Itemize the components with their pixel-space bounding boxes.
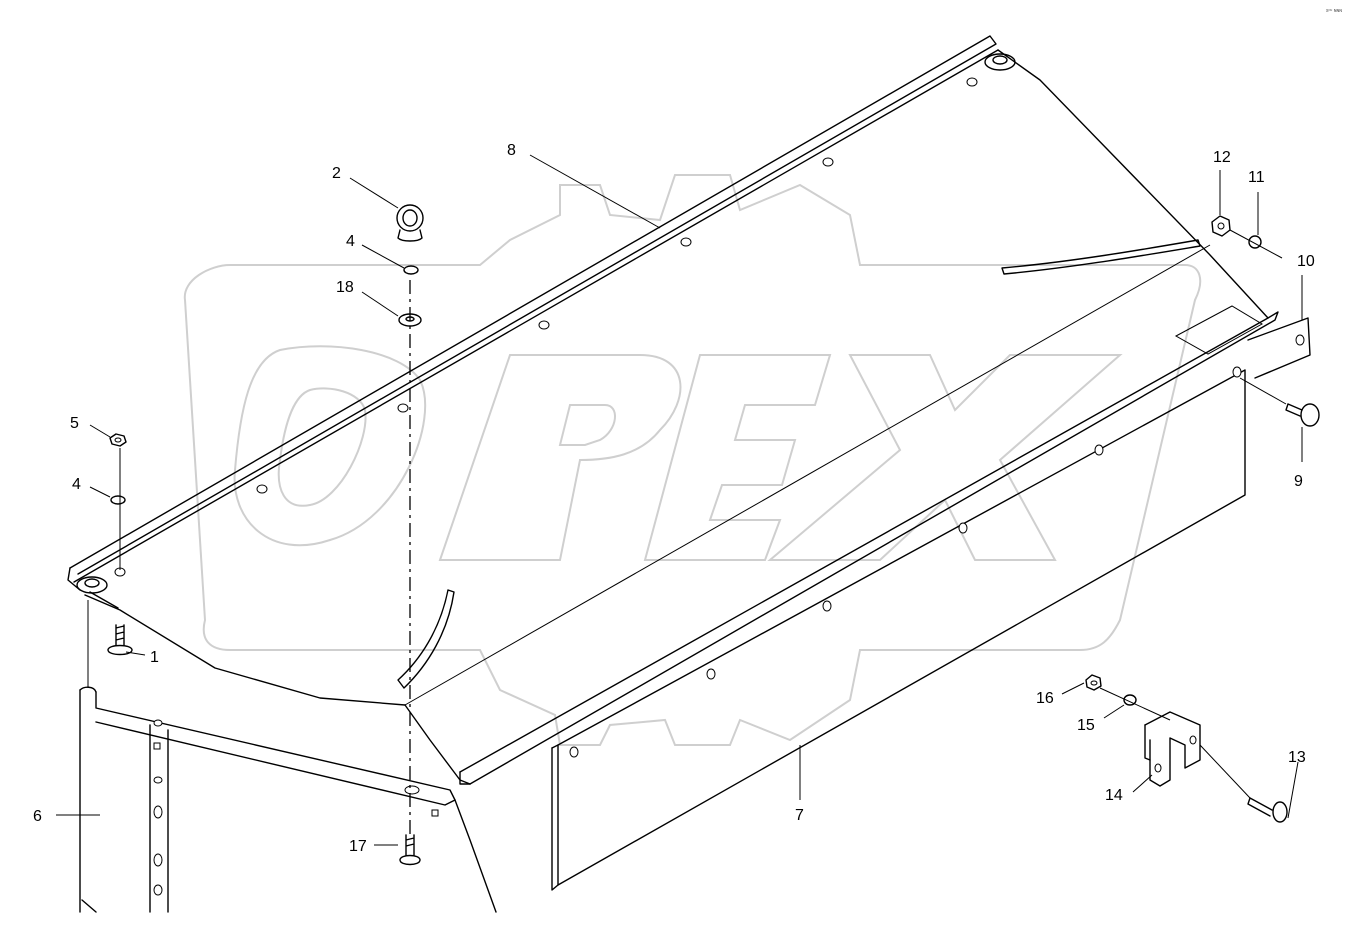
callout-6: 6 <box>33 808 42 825</box>
washer-15 <box>1123 694 1137 706</box>
carriage-bolt-9 <box>1239 377 1320 427</box>
washer-4-lower <box>110 495 126 505</box>
callout-15: 15 <box>1077 717 1095 734</box>
corner-code: sᵒᵘ ɴɴɴ <box>1326 8 1342 14</box>
watermark-letters <box>233 345 1123 561</box>
callout-17: 17 <box>349 838 367 855</box>
eye-bolt <box>396 204 424 242</box>
callout-4-upper: 4 <box>346 233 355 250</box>
callout-12: 12 <box>1213 149 1231 166</box>
washer-4-upper <box>403 265 419 275</box>
callout-16: 16 <box>1036 690 1054 707</box>
hardware <box>87 204 1320 866</box>
nut-5 <box>109 433 127 447</box>
callout-11: 11 <box>1248 169 1265 186</box>
callout-7: 8 <box>507 142 516 159</box>
bolt-1 <box>107 624 133 656</box>
leader-lines <box>56 154 1303 846</box>
callout-18: 18 <box>336 279 354 296</box>
bolt-17 <box>399 834 421 866</box>
strip-10 <box>1247 317 1311 379</box>
callout-13: 13 <box>1288 749 1306 766</box>
callout-14: 14 <box>1105 787 1123 804</box>
nut-16 <box>1085 674 1102 691</box>
callout-9: 9 <box>1294 473 1303 490</box>
side-frame <box>79 686 497 913</box>
callout-2: 2 <box>332 165 341 182</box>
carriage-bolt-13 <box>1199 744 1288 823</box>
main-cover-hood <box>67 35 1279 795</box>
washer-11 <box>1248 235 1262 249</box>
front-skirt-plate <box>551 366 1246 891</box>
callout-8: 7 <box>795 807 804 824</box>
callout-4-lower: 4 <box>72 476 81 493</box>
bracket-14 <box>1144 711 1201 787</box>
callout-5: 5 <box>70 415 79 432</box>
callout-10: 10 <box>1297 253 1315 270</box>
callout-labels: 2 4 18 8 5 4 1 6 17 7 12 11 10 9 16 15 1… <box>33 142 1315 855</box>
nut-12 <box>1211 215 1231 237</box>
callout-1: 1 <box>150 649 159 666</box>
opex-watermark: sᵒᵘ ɴɴɴ <box>183 8 1342 746</box>
